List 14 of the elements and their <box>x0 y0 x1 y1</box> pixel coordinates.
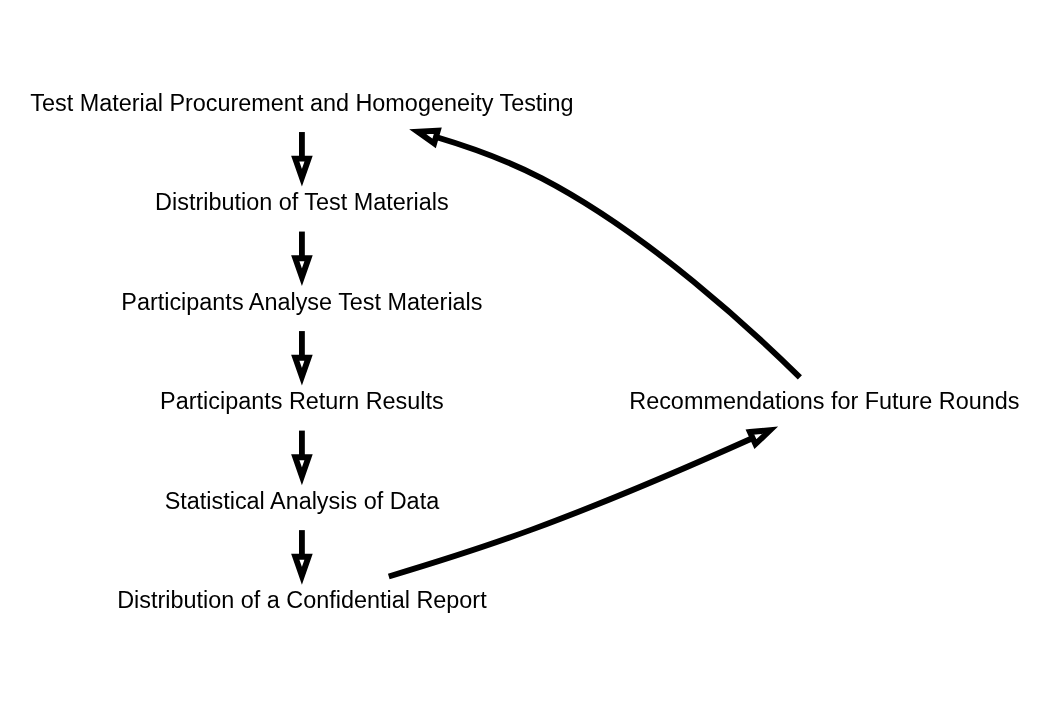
arrow <box>291 430 313 485</box>
arrow <box>291 131 313 187</box>
arrow <box>291 529 313 585</box>
node-text: Recommendations for Future Rounds <box>629 387 1020 414</box>
arrow <box>291 330 313 386</box>
arrow <box>387 426 779 579</box>
node-text: Participants Return Results <box>160 387 444 414</box>
arrow <box>409 126 802 379</box>
node-text: Participants Analyse Test Materials <box>121 288 483 315</box>
node-text: Statistical Analysis of Data <box>164 487 440 514</box>
node-text: Distribution of Test Materials <box>155 188 449 215</box>
node-text: Distribution of a Confidential Report <box>117 586 487 613</box>
arrow <box>291 231 313 286</box>
node-text: Test Material Procurement and Homogeneity Testing <box>30 89 574 116</box>
